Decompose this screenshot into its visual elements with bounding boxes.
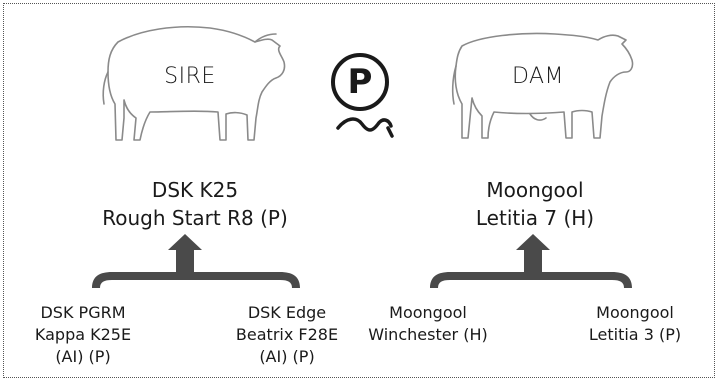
sire-title: SIRE	[164, 64, 216, 89]
sire-dam-name: DSK Edge Beatrix F28E (AI) (P)	[222, 302, 352, 368]
sire-sire-name: DSK PGRM Kappa K25E (AI) (P)	[18, 302, 148, 368]
dam-sire-name: Moongool Winchester (H)	[358, 302, 498, 346]
dam-dam-name: Moongool Letitia 3 (P)	[570, 302, 700, 346]
dam-name-line1: Moongool	[486, 178, 584, 202]
dam-merge-arrow	[430, 234, 632, 288]
gp-line: Beatrix F28E	[235, 325, 339, 344]
gp-line: Winchester (H)	[368, 325, 488, 344]
gp-line: Moongool	[596, 303, 674, 322]
dam-cow-icon	[451, 32, 634, 139]
sire-bull-icon	[102, 25, 286, 141]
sire-name-line1: DSK K25	[151, 178, 239, 202]
dam-name-line2: Letitia 7 (H)	[475, 206, 595, 230]
gp-line: (AI) (P)	[55, 347, 111, 366]
dam-name: Moongool Letitia 7 (H)	[440, 176, 630, 232]
sire-name: DSK K25 Rough Start R8 (P)	[90, 176, 300, 232]
gp-line: DSK Edge	[247, 303, 327, 322]
gp-line: DSK PGRM	[40, 303, 126, 322]
gp-line: Moongool	[389, 303, 467, 322]
sire-name-line2: Rough Start R8 (P)	[102, 206, 288, 230]
polled-p-icon	[331, 53, 394, 138]
gp-line: (AI) (P)	[259, 347, 315, 366]
dam-title: DAM	[511, 64, 565, 89]
gp-line: Letitia 3 (P)	[588, 325, 682, 344]
polled-letter: P	[347, 62, 373, 102]
sire-merge-arrow	[92, 234, 300, 288]
diagram-frame	[3, 3, 715, 378]
gp-line: Kappa K25E	[34, 325, 132, 344]
